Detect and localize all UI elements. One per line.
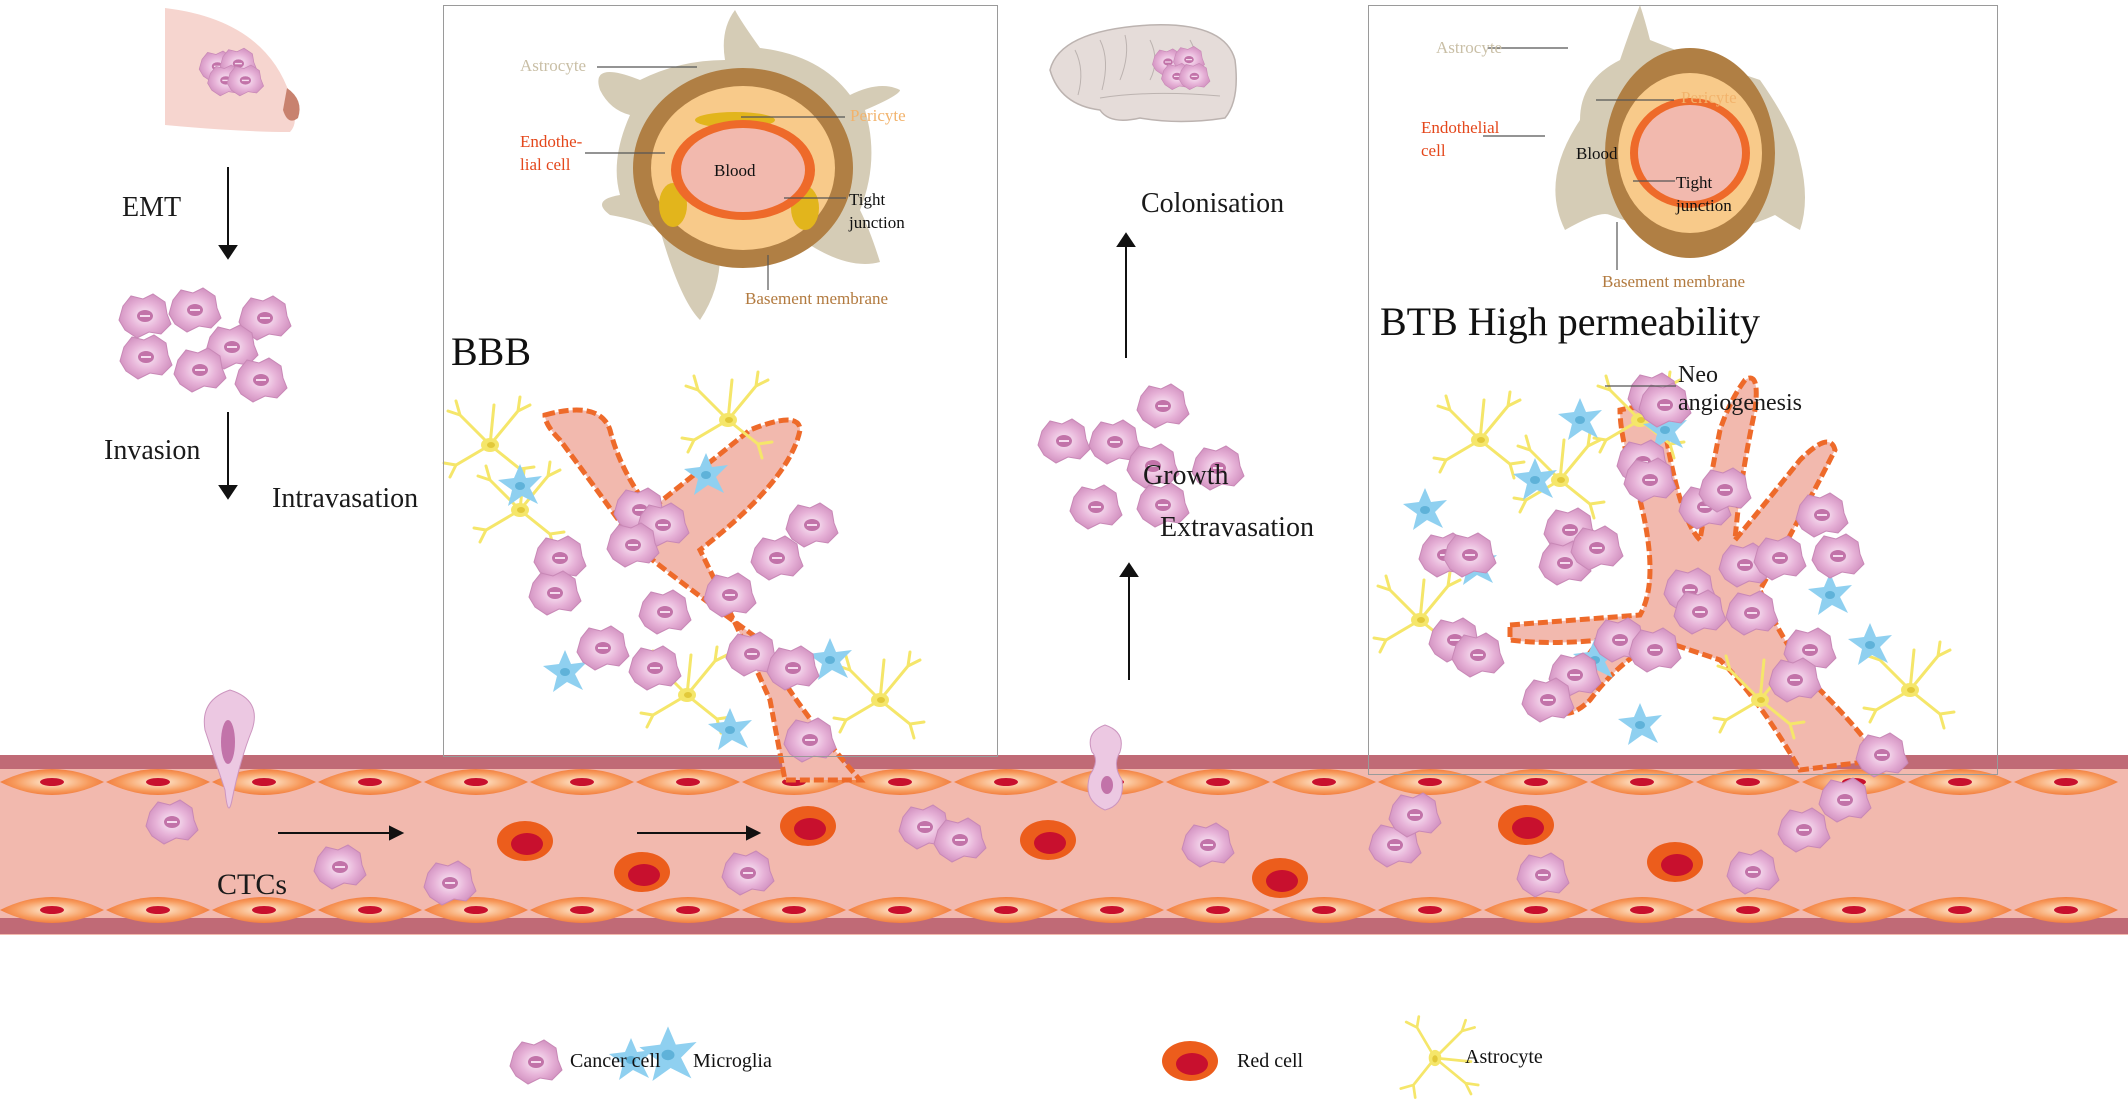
legend-label-red-cell: Red cell <box>1237 1050 1304 1072</box>
label-ctcs: CTCs <box>217 868 288 901</box>
btb-panel-frame <box>1368 5 1998 775</box>
bbb-title: BBB <box>451 329 532 374</box>
btb-label-endothelial-1: Endothelial <box>1421 118 1500 137</box>
flow-arrows <box>278 825 762 841</box>
breast-illustration <box>165 8 300 132</box>
btb-label-neo-2: angiogenesis <box>1678 390 1802 416</box>
legend-label-astrocyte: Astrocyte <box>1465 1046 1543 1068</box>
arrow-invasion <box>218 412 238 500</box>
label-extravasation: Extravasation <box>1160 512 1314 543</box>
label-emt: EMT <box>122 192 182 223</box>
bbb-label-endothelial-1: Endothe- <box>520 132 583 151</box>
legend-red-cell-icon <box>1162 1041 1218 1081</box>
legend-label-microglia: Microglia <box>693 1050 772 1072</box>
btb-label-astrocyte: Astrocyte <box>1436 38 1503 57</box>
bbb-cross-section <box>598 10 900 320</box>
bbb-label-blood: Blood <box>714 161 756 180</box>
btb-label-endothelial-2: cell <box>1421 141 1446 160</box>
growth-cancer-cells <box>1037 383 1245 530</box>
btb-label-tight-1: Tight <box>1676 173 1713 192</box>
emt-cancer-cells <box>118 287 292 403</box>
brain-illustration <box>1049 24 1237 123</box>
label-invasion: Invasion <box>104 435 201 466</box>
arrow-growth <box>1119 562 1139 680</box>
leader-lines <box>585 47 1676 387</box>
extravasating-cell <box>1087 724 1123 811</box>
btb-label-pericyte: Pericyte <box>1681 88 1737 107</box>
label-growth: Growth <box>1143 460 1229 491</box>
bbb-panel-frame <box>443 5 998 757</box>
btb-label-tight-2: junction <box>1676 196 1732 215</box>
bbb-label-endothelial-2: lial cell <box>520 155 571 174</box>
btb-label-basement: Basement membrane <box>1602 272 1746 291</box>
btb-label-blood: Blood <box>1576 144 1618 163</box>
label-intravasation: Intravasation <box>272 483 419 514</box>
bbb-label-astrocyte: Astrocyte <box>520 56 587 75</box>
bbb-label-basement: Basement membrane <box>745 289 889 308</box>
arrow-emt <box>218 167 238 260</box>
btb-title: BTB High permeability <box>1380 299 1760 344</box>
arrow-colonisation <box>1116 232 1136 358</box>
legend-label-cancer-cell: Cancer cell <box>570 1050 661 1072</box>
bbb-label-tight-1: Tight <box>849 190 886 209</box>
btb-label-neo-1: Neo <box>1678 362 1718 388</box>
legend-cancer-cell-icon <box>509 1039 563 1085</box>
bbb-label-pericyte: Pericyte <box>850 106 906 125</box>
intravasating-cell <box>203 689 255 809</box>
label-colonisation: Colonisation <box>1141 188 1285 219</box>
bbb-label-tight-2: junction <box>849 213 905 232</box>
